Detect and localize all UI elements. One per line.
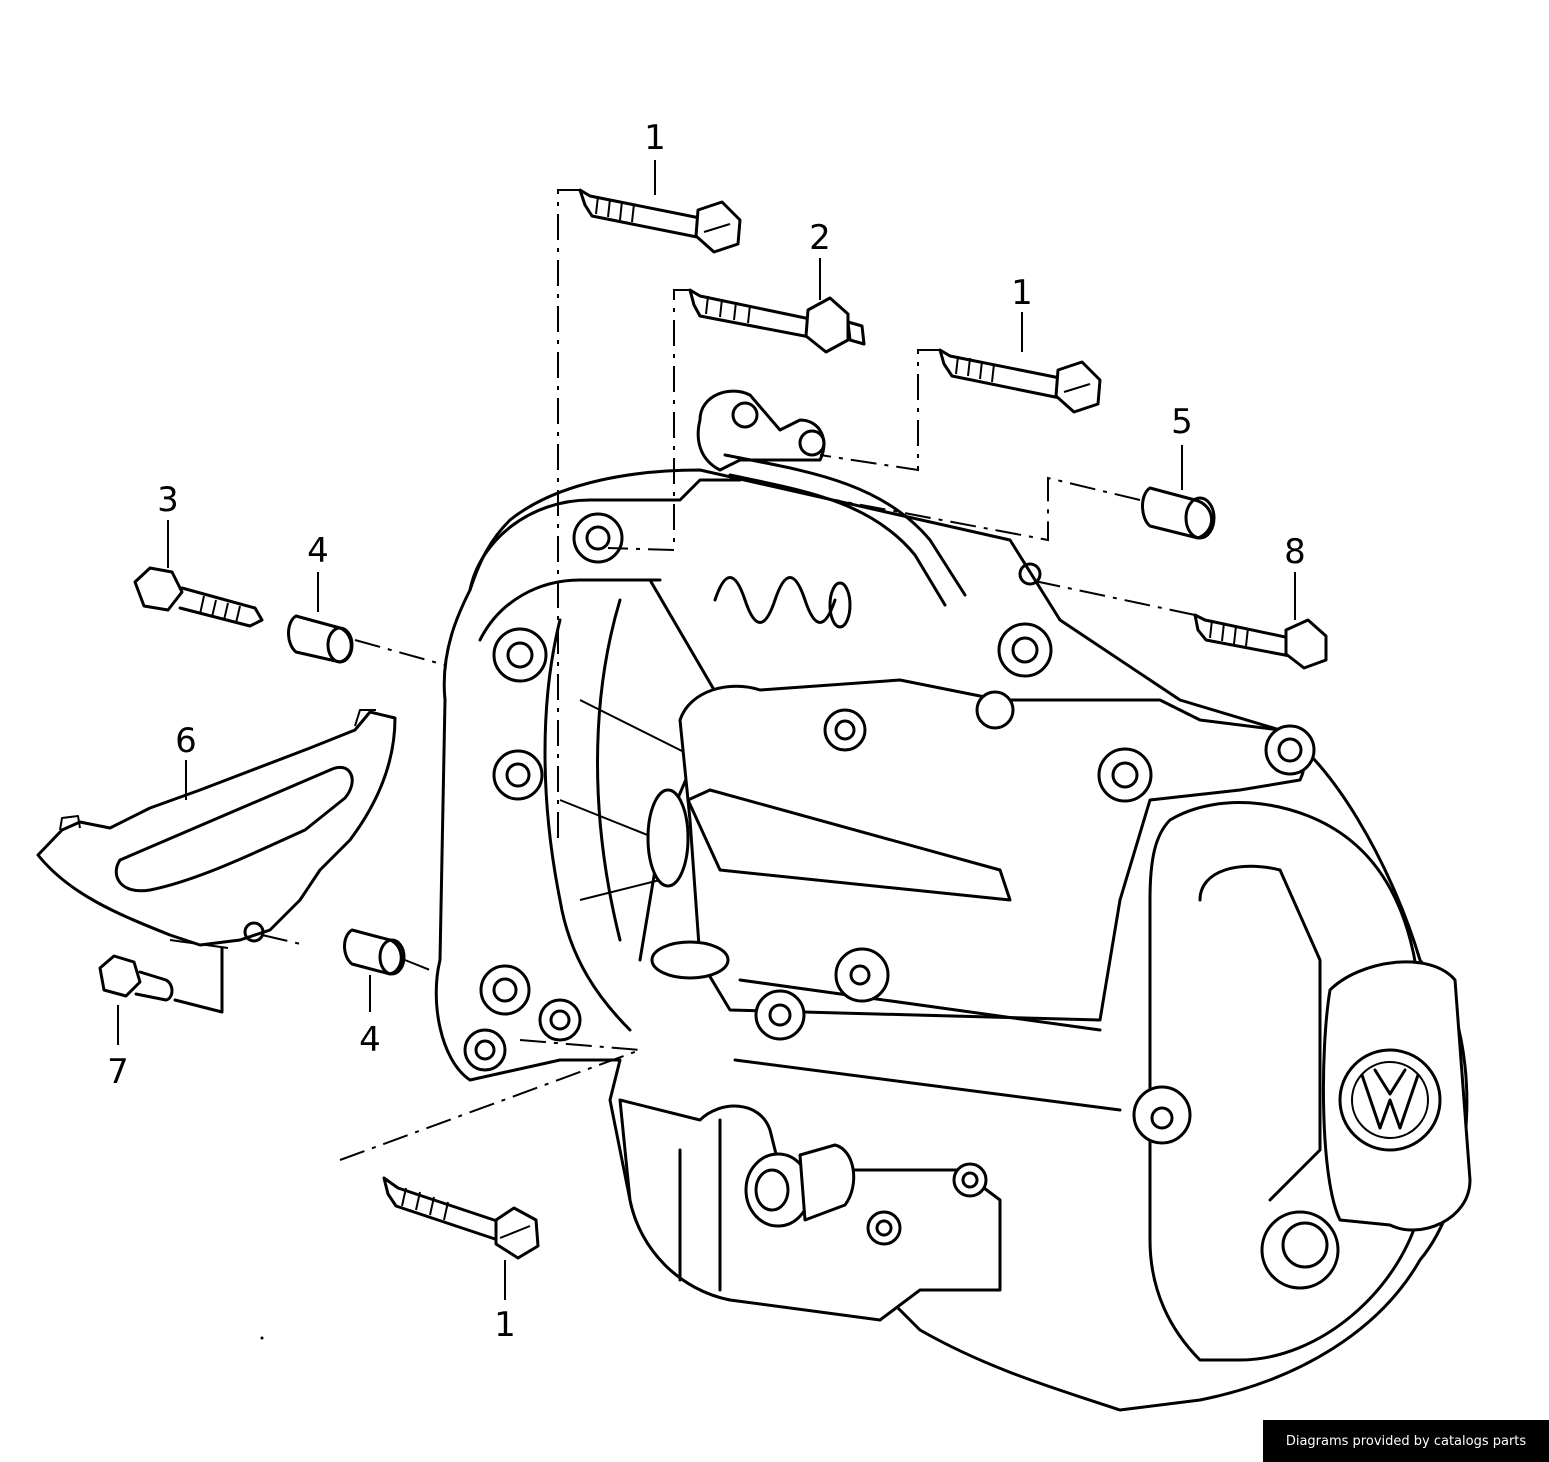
sleeve-4-upper <box>287 614 354 664</box>
vw-logo <box>1338 1048 1442 1152</box>
callout-bolt-8: 8 <box>1284 532 1306 572</box>
sleeve-5 <box>1141 486 1216 540</box>
callout-sleeve-4-lower: 4 <box>359 1020 381 1060</box>
cover-plate-6 <box>36 709 397 947</box>
callout-leaders <box>117 160 1296 1300</box>
callout-bolt-3: 3 <box>157 480 179 520</box>
sleeve-4-lower <box>343 928 406 976</box>
assembly-lines <box>169 189 1196 1161</box>
callout-cover-plate-6: 6 <box>175 721 197 761</box>
bolt-1-right <box>938 348 1102 414</box>
callout-bolt-7: 7 <box>107 1052 129 1092</box>
bolt-1-bottom <box>382 1176 540 1260</box>
callout-bolt-1-right: 1 <box>1011 273 1033 313</box>
selector-spring <box>713 576 852 629</box>
callout-sleeve-5: 5 <box>1171 402 1193 442</box>
bolt-8 <box>1193 613 1328 670</box>
callout-sleeve-4-upper: 4 <box>307 531 329 571</box>
transmission-housing <box>434 389 1472 1412</box>
credit-banner: Diagrams provided by catalogs parts <box>1263 1420 1549 1462</box>
bolt-3 <box>133 566 264 628</box>
callout-stud-2: 2 <box>809 218 831 258</box>
callout-bolt-1-top: 1 <box>644 118 666 158</box>
callout-bolt-1-bottom: 1 <box>494 1305 516 1345</box>
bolt-7 <box>98 954 174 1002</box>
bolt-1-top <box>578 188 742 254</box>
stud-2 <box>688 288 866 354</box>
